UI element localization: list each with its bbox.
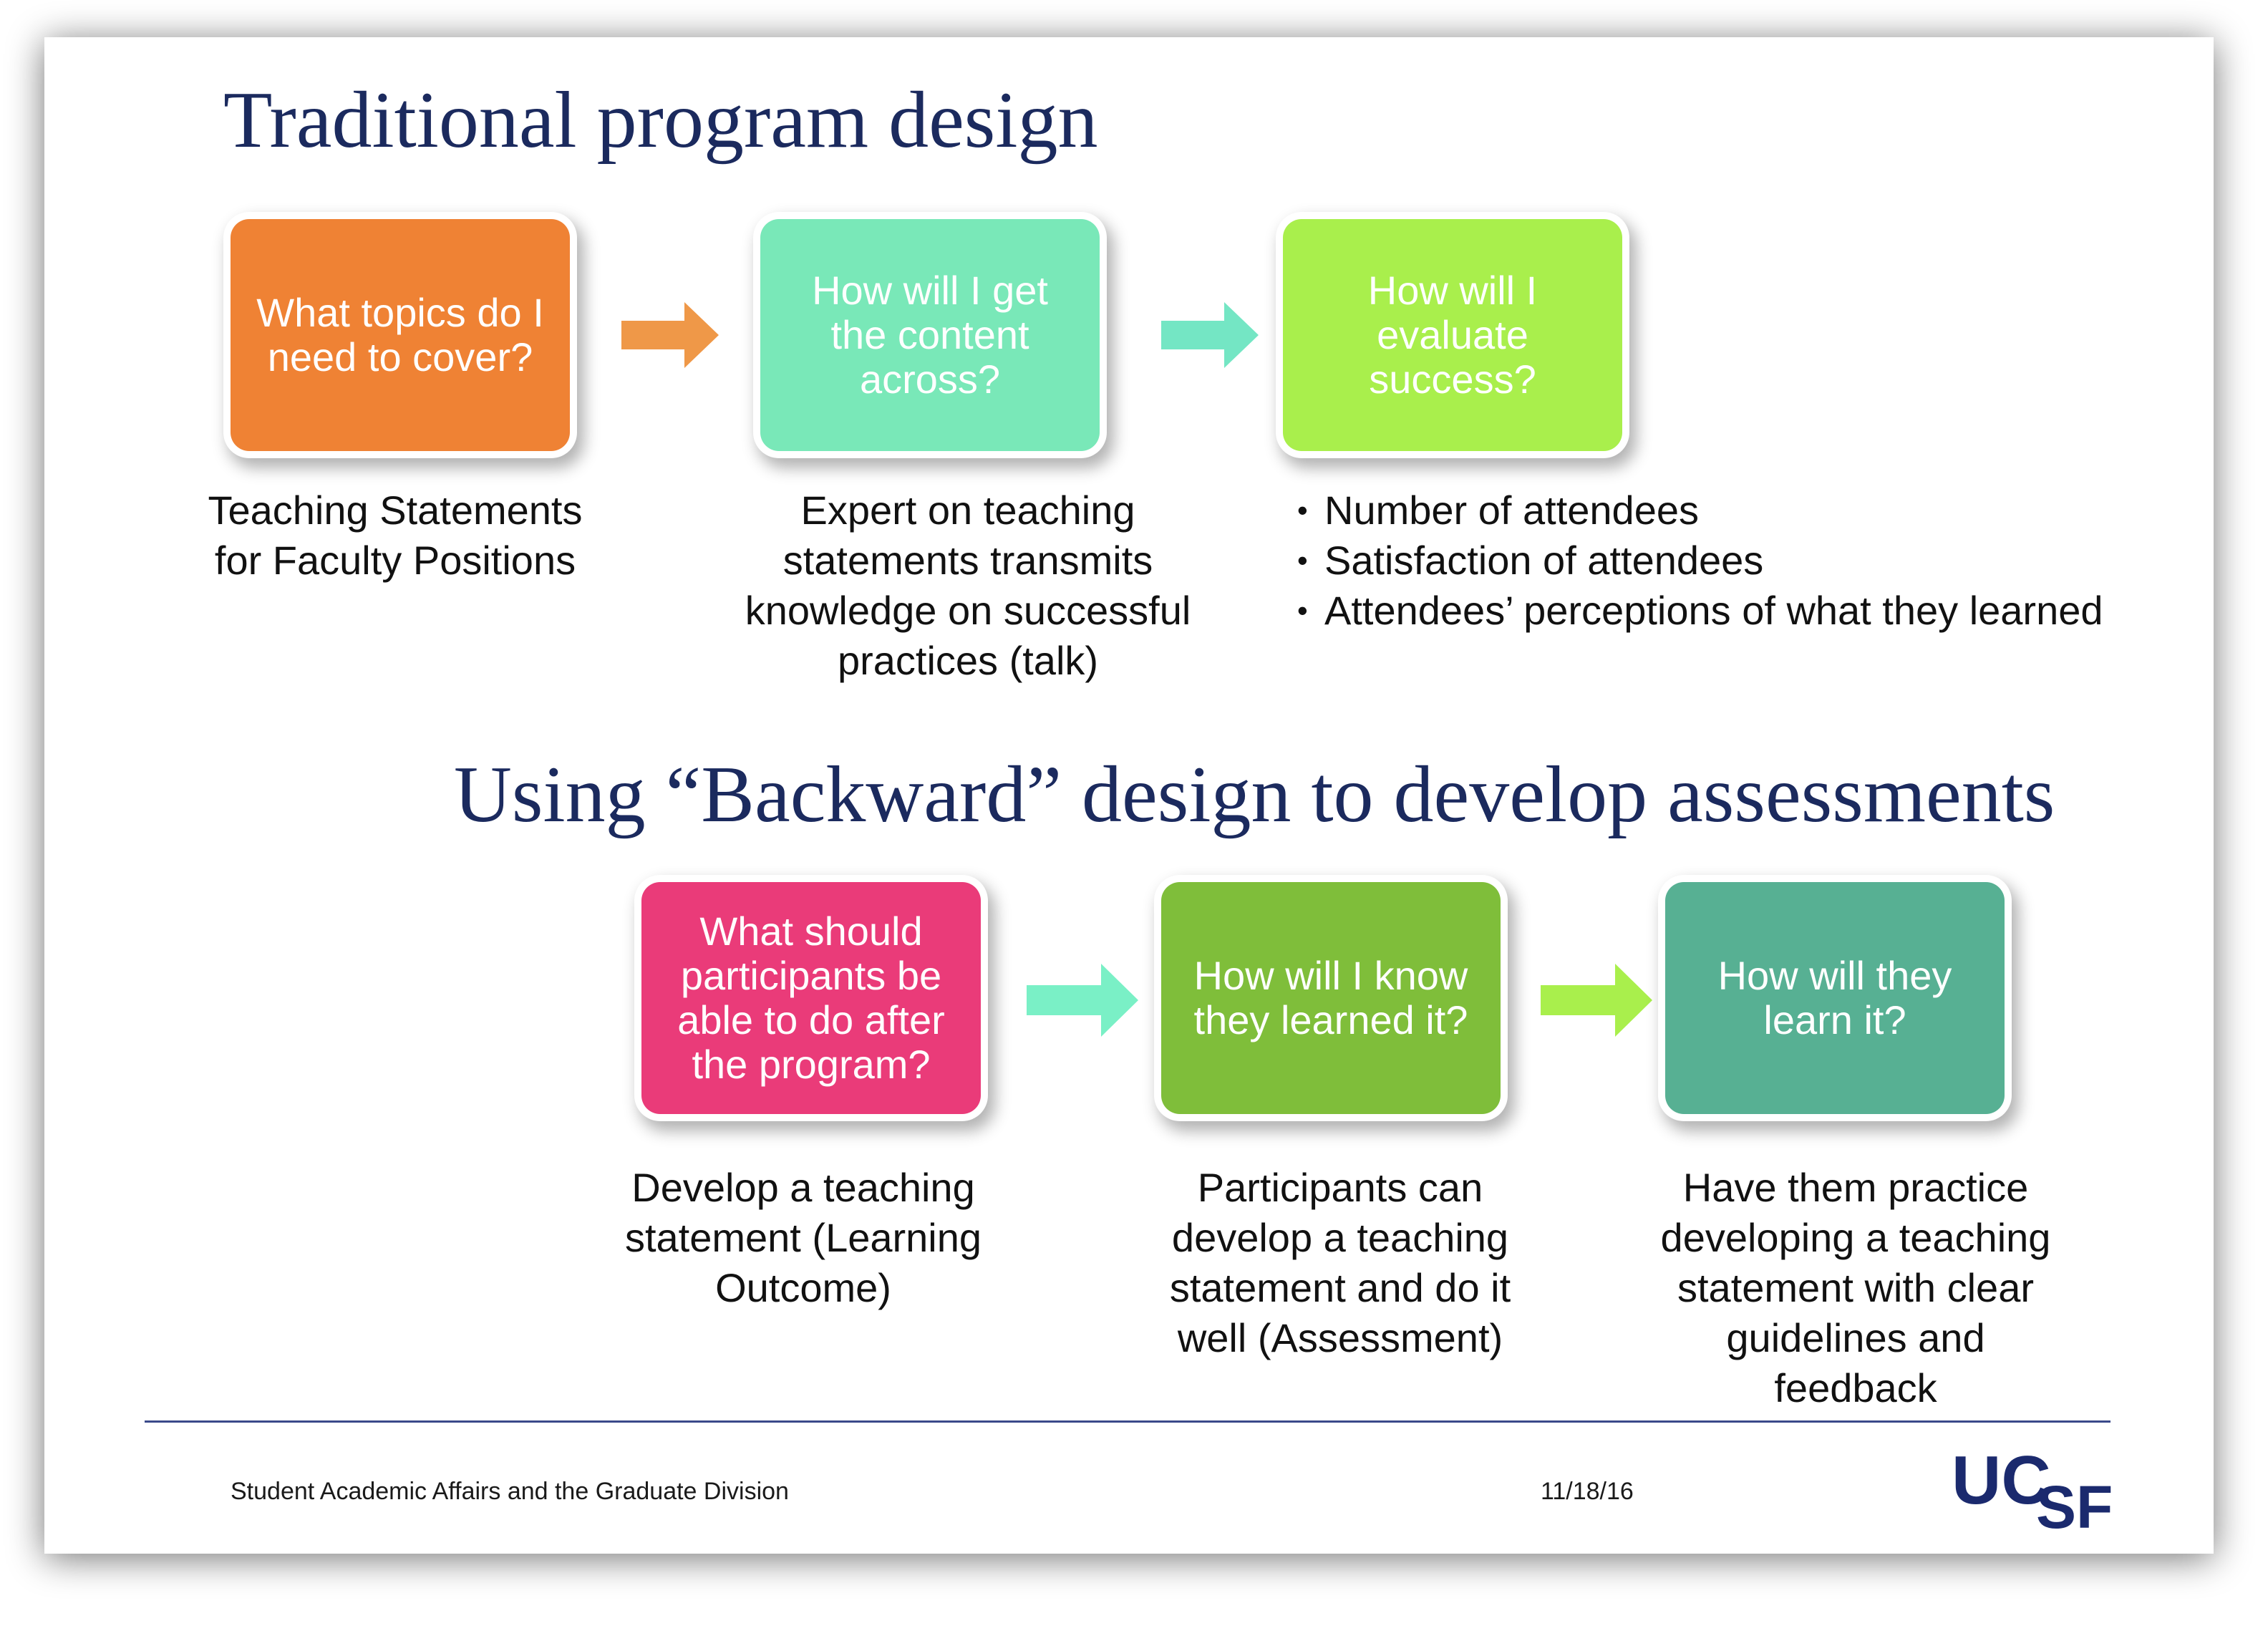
arrow-right-icon — [621, 302, 719, 368]
step-content-label: How will I get the content across? — [812, 268, 1048, 402]
svg-text:SF: SF — [2036, 1473, 2113, 1536]
step-evaluate-box: How will I evaluate success? — [1283, 219, 1622, 451]
footer-date: 11/18/16 — [1541, 1478, 1634, 1505]
footer-organization: Student Academic Affairs and the Graduat… — [231, 1478, 789, 1505]
step-outcome-label: What should participants be able to do a… — [677, 909, 945, 1087]
svg-text:UC: UC — [1952, 1443, 2051, 1519]
step-learning-label: How will they learn it? — [1717, 953, 1952, 1042]
arrow-right-icon — [1027, 964, 1138, 1037]
step-outcome-box: What should participants be able to do a… — [641, 882, 981, 1114]
arrow-right-icon — [1541, 964, 1652, 1037]
step-assessment-label: How will I know they learned it? — [1193, 953, 1468, 1042]
step-topics-box: What topics do I need to cover? — [231, 219, 570, 451]
footer-divider — [145, 1420, 2110, 1423]
step-evaluate-label: How will I evaluate success? — [1367, 268, 1538, 402]
step-assessment-box: How will I know they learned it? — [1161, 882, 1501, 1114]
bottom-title: Using “Backward” design to develop asses… — [454, 750, 2055, 839]
bottom-caption-outcome: Develop a teaching statement (Learning O… — [624, 1165, 982, 1310]
bottom-caption-assessment: Participants can develop a teaching stat… — [1169, 1165, 1511, 1360]
bullet-item: Satisfaction of attendees — [1296, 536, 2103, 586]
bottom-caption-learning: Have them practice developing a teaching… — [1660, 1165, 2051, 1410]
top-title: Traditional program design — [223, 76, 1098, 165]
slide: Traditional program design What topics d… — [44, 37, 2214, 1554]
bullet-item: Number of attendees — [1296, 485, 2103, 536]
top-caption-content: Expert on teaching statements transmits … — [745, 488, 1191, 683]
evaluation-bullet-list: Number of attendees Satisfaction of atte… — [1296, 485, 2103, 636]
step-topics-label: What topics do I need to cover? — [256, 290, 544, 379]
bullet-item: Attendees’ perceptions of what they lear… — [1296, 586, 2103, 636]
step-learning-box: How will they learn it? — [1665, 882, 2005, 1114]
top-caption-topics: Teaching Statements for Faculty Position… — [208, 488, 583, 583]
ucsf-logo: UC SF — [1952, 1443, 2113, 1536]
step-content-box: How will I get the content across? — [760, 219, 1100, 451]
arrow-right-icon — [1161, 302, 1259, 368]
